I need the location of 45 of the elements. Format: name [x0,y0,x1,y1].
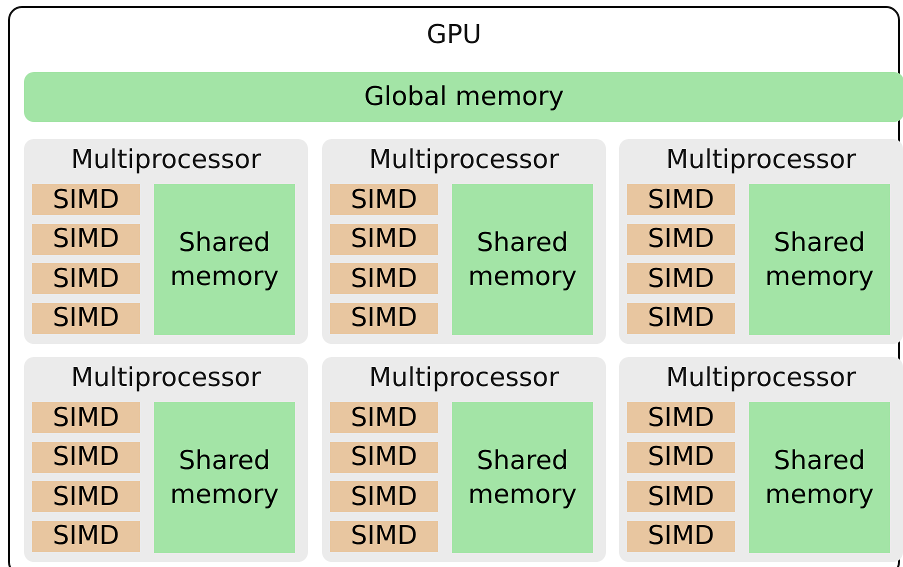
simd-block: SIMD [32,520,140,552]
multiprocessor-panel [24,139,308,344]
simd-block: SIMD [627,263,735,294]
multiprocessor-panel [322,139,606,344]
panel-title: Multiprocessor [70,363,262,393]
panel-title: Multiprocessor [666,363,856,393]
simd-block: SIMD [330,481,438,512]
panel-title: Multiprocessor [368,145,560,175]
simd-block: SIMD [330,224,438,254]
simd-block: SIMD [330,520,438,552]
simd-block: SIMD [330,302,438,334]
simd-block: SIMD [627,224,735,254]
multiprocessor-panel [24,357,308,562]
panel-title: Multiprocessor [666,145,856,175]
memory-block: Shared memory [154,402,295,553]
simd-block: SIMD [627,184,735,215]
memory-block: Shared memory [452,402,593,553]
simd-block: SIMD [627,481,735,512]
simd-block: SIMD [330,263,438,294]
multiprocessor-panel [619,357,903,562]
simd-block: SIMD [627,302,735,334]
simd-block: SIMD [32,442,140,472]
simd-block: SIMD [627,520,735,552]
simd-block: SIMD [32,184,140,215]
simd-block: SIMD [32,224,140,254]
simd-block: SIMD [627,442,735,472]
simd-block: SIMD [627,402,735,433]
memory-block: Shared memory [452,184,593,335]
memory-block: Shared memory [749,402,890,553]
multiprocessor-panel [619,139,903,344]
simd-block: SIMD [330,184,438,215]
simd-block: SIMD [330,402,438,433]
simd-block: SIMD [32,263,140,294]
multiprocessor-panel [322,357,606,562]
panel-title: Multiprocessor [368,363,560,393]
memory-bar: Global memory [24,72,903,122]
simd-block: SIMD [330,442,438,472]
panel-title: Multiprocessor [70,145,262,175]
simd-block: SIMD [32,481,140,512]
title-label: GPU [426,20,482,50]
memory-block: Shared memory [154,184,295,335]
simd-block: SIMD [32,302,140,334]
memory-block: Shared memory [749,184,890,335]
simd-block: SIMD [32,402,140,433]
gpu-box [8,6,900,567]
